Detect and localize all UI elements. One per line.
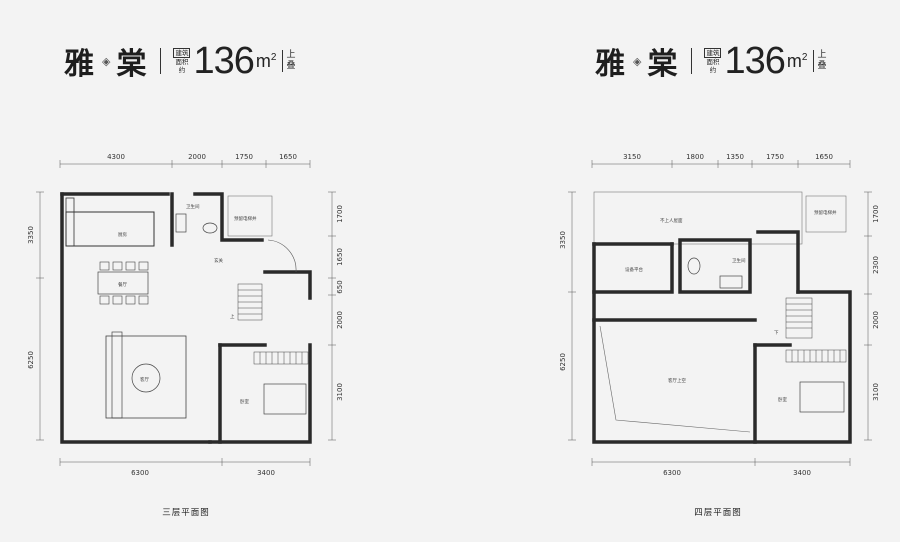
room-void: 客厅上空 — [668, 377, 686, 384]
project-name-char-1: 雅 — [595, 47, 627, 82]
area-unit: m2 — [255, 50, 277, 71]
elevator-shaft — [805, 195, 847, 233]
room-dining: 餐厅 — [118, 281, 127, 288]
room-wc: 卫生间 — [732, 257, 746, 264]
top-dim-3: 1350 — [726, 153, 744, 161]
wardrobe — [785, 349, 847, 363]
room-living: 客厅 — [140, 376, 149, 383]
dining-table — [97, 271, 149, 295]
walls — [60, 192, 312, 444]
right-dim-5: 3100 — [336, 383, 344, 401]
room-hall: 玄关 — [214, 257, 223, 264]
elevator-shaft — [227, 195, 273, 237]
right-dim-4: 2000 — [336, 311, 344, 329]
left-dim-1: 3350 — [27, 226, 35, 244]
top-dim-4: 1750 — [766, 153, 784, 161]
right-dimension-line — [328, 191, 336, 441]
top-dim-5: 1650 — [815, 153, 833, 161]
right-dim-1: 1700 — [336, 205, 344, 223]
roof-outline — [593, 191, 803, 245]
kitchen-cabinet — [65, 197, 75, 247]
left-dim-1: 3350 — [559, 231, 567, 249]
bottom-dim-2: 3400 — [793, 469, 811, 477]
area-unit: m2 — [786, 50, 808, 71]
right-dim-3: 2000 — [872, 311, 880, 329]
top-dim-4: 1650 — [279, 153, 297, 161]
right-dim-2: 2300 — [872, 256, 880, 274]
bottom-dim-2: 3400 — [257, 469, 275, 477]
project-name-char-2: 棠 — [647, 47, 680, 82]
wc-vanity — [719, 275, 743, 289]
room-terrace: 设备平台 — [625, 266, 643, 273]
top-dimension-line — [591, 160, 851, 168]
stair-up-label: 上 — [230, 313, 235, 320]
right-dim-3: 650 — [336, 280, 344, 293]
area-value: 136 — [724, 39, 785, 82]
left-dimension-line — [36, 191, 44, 441]
wc-toilet — [687, 257, 701, 275]
dining-chairs — [99, 261, 149, 305]
bottom-dimension-line — [59, 458, 311, 466]
left-dimension-line — [568, 191, 576, 441]
title-block: 雅 ◈ 棠 建筑 面积 约 136 m2 上叠 — [64, 38, 295, 84]
floor-caption: 四层平面图 — [694, 508, 742, 518]
wc-sink — [175, 213, 187, 233]
room-roof: 不上人屋面 — [660, 217, 683, 224]
third-floor-plan: 4300 2000 1750 1650 6300 3400 3350 6250 … — [27, 153, 344, 518]
bed — [799, 381, 845, 413]
void-outline — [599, 325, 751, 433]
project-name-char-1: 雅 — [64, 47, 96, 82]
kitchen-counter — [65, 211, 155, 247]
room-elevator: 预留电梯井 — [234, 215, 257, 222]
project-name-char-2: 棠 — [116, 47, 149, 82]
left-dim-2: 6250 — [27, 351, 35, 369]
bed — [263, 383, 307, 415]
title-divider — [160, 48, 162, 74]
left-dim-2: 6250 — [559, 353, 567, 371]
bottom-dim-1: 6300 — [131, 469, 149, 477]
top-dim-2: 2000 — [188, 153, 206, 161]
separator-icon: ◈ — [633, 54, 642, 68]
living-rug — [105, 335, 187, 419]
room-kitchen: 厨房 — [118, 231, 127, 238]
wardrobe — [253, 351, 309, 365]
top-dimension-line — [59, 160, 311, 168]
right-dim-1: 1700 — [872, 205, 880, 223]
wc-toilet — [202, 222, 218, 234]
room-bedroom: 卧室 — [240, 398, 249, 405]
area-tag: 建筑 面积 约 — [173, 48, 191, 74]
top-dim-3: 1750 — [235, 153, 253, 161]
right-dim-4: 3100 — [872, 383, 880, 401]
fourth-floor-plan: 3150 1800 1350 1750 1650 6300 3400 3350 … — [559, 153, 880, 518]
right-dim-2: 1650 — [336, 248, 344, 266]
bottom-dim-1: 6300 — [663, 469, 681, 477]
top-dim-1: 3150 — [623, 153, 641, 161]
level-tag: 上叠 — [813, 50, 826, 72]
walls — [592, 230, 852, 444]
top-dim-1: 4300 — [107, 153, 125, 161]
top-dim-2: 1800 — [686, 153, 704, 161]
stair-down-label: 下 — [774, 330, 779, 336]
area-value: 136 — [193, 39, 254, 82]
entrance-door-swing — [267, 239, 297, 273]
staircase — [785, 297, 813, 339]
area-tag: 建筑 面积 约 — [704, 48, 722, 74]
floor-caption: 三层平面图 — [162, 508, 210, 518]
sofa — [111, 331, 123, 419]
fourth-floor-panel: 雅 ◈ 棠 建筑 面积 约 136 m2 上叠 3150 1800 1350 1… — [450, 0, 900, 542]
third-floor-panel: 雅 ◈ 棠 建筑 面积 约 136 m2 上叠 4300 2000 1750 1… — [27, 38, 344, 519]
right-dimension-line — [864, 191, 872, 441]
coffee-table — [131, 363, 161, 393]
staircase — [237, 283, 263, 321]
room-elevator: 预留电梯井 — [814, 209, 837, 216]
room-bedroom: 卧室 — [778, 396, 787, 403]
title-divider — [691, 48, 693, 74]
room-wc: 卫生间 — [186, 203, 200, 210]
bottom-dimension-line — [591, 458, 851, 466]
level-tag: 上叠 — [282, 50, 295, 72]
separator-icon: ◈ — [102, 54, 111, 68]
title-block: 雅 ◈ 棠 建筑 面积 约 136 m2 上叠 — [595, 38, 826, 84]
